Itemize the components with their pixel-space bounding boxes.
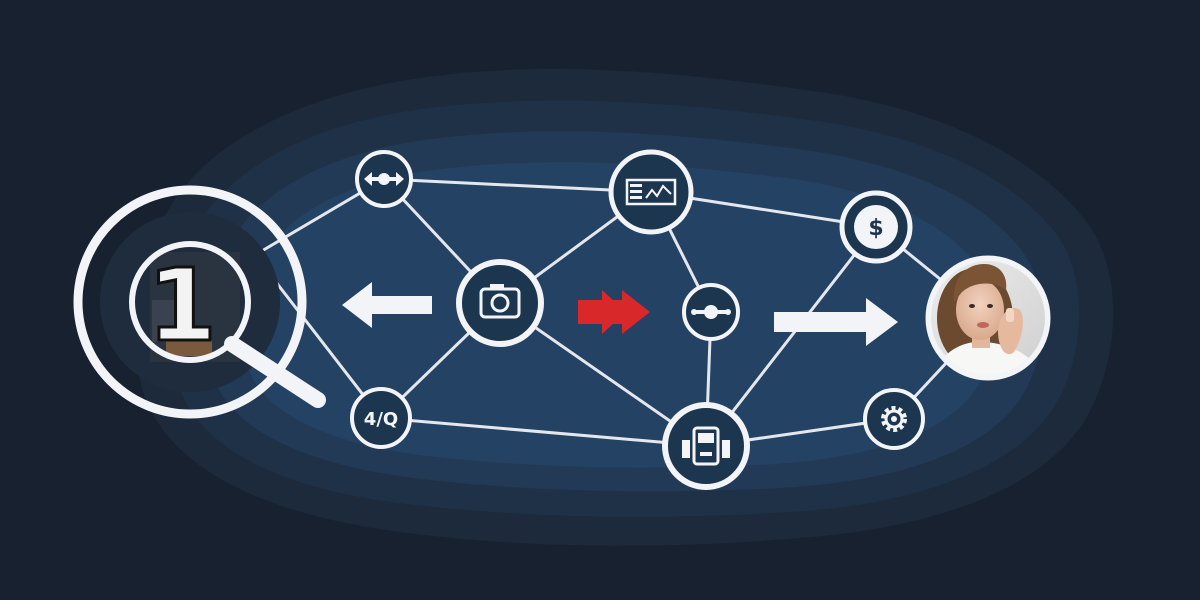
node-bottom-mid[interactable] [662,402,750,490]
right-arrow-icon [774,298,898,346]
magnifier-digit: 1 [147,247,217,364]
vending-machine-icon [682,426,730,466]
node-top-mid[interactable] [608,149,694,235]
connection-line-tl-tm [382,177,653,194]
orbit-dot-icon [691,305,731,319]
camera-icon [479,284,521,319]
dollar-badge-icon [854,205,898,249]
node-center[interactable] [456,259,544,347]
magnifier-outer-ring [73,185,307,419]
node-bottom-left[interactable]: 4/Q [350,387,412,449]
red-double-arrow [578,290,650,334]
magnifier-handle [224,336,326,408]
connection-line-bm-tr [704,225,878,448]
horizontal-double-arrow-icon [364,172,404,186]
node-top-left[interactable] [355,150,413,208]
right-arrow [774,298,898,346]
dollar-badge-label: $ [868,216,883,241]
node-bottom-right[interactable] [863,388,925,450]
network-nodes: $ [350,149,1051,490]
left-arrow [342,282,432,328]
red-double-chevron-icon-2 [612,290,650,334]
person-avatar-icon [931,261,1045,375]
magnifier[interactable]: 1 [73,185,326,419]
node-top-right[interactable]: $ [839,190,913,264]
chart-panel-icon [625,178,677,206]
connection-line-bl-bm [379,416,708,448]
text-label-icon: 4/Q [364,409,398,430]
node-small-mid[interactable] [682,283,740,341]
gear-icon [881,406,907,432]
magnifier-lens-ring [129,241,251,363]
node-person[interactable] [925,255,1051,381]
left-arrow-icon [342,282,432,328]
